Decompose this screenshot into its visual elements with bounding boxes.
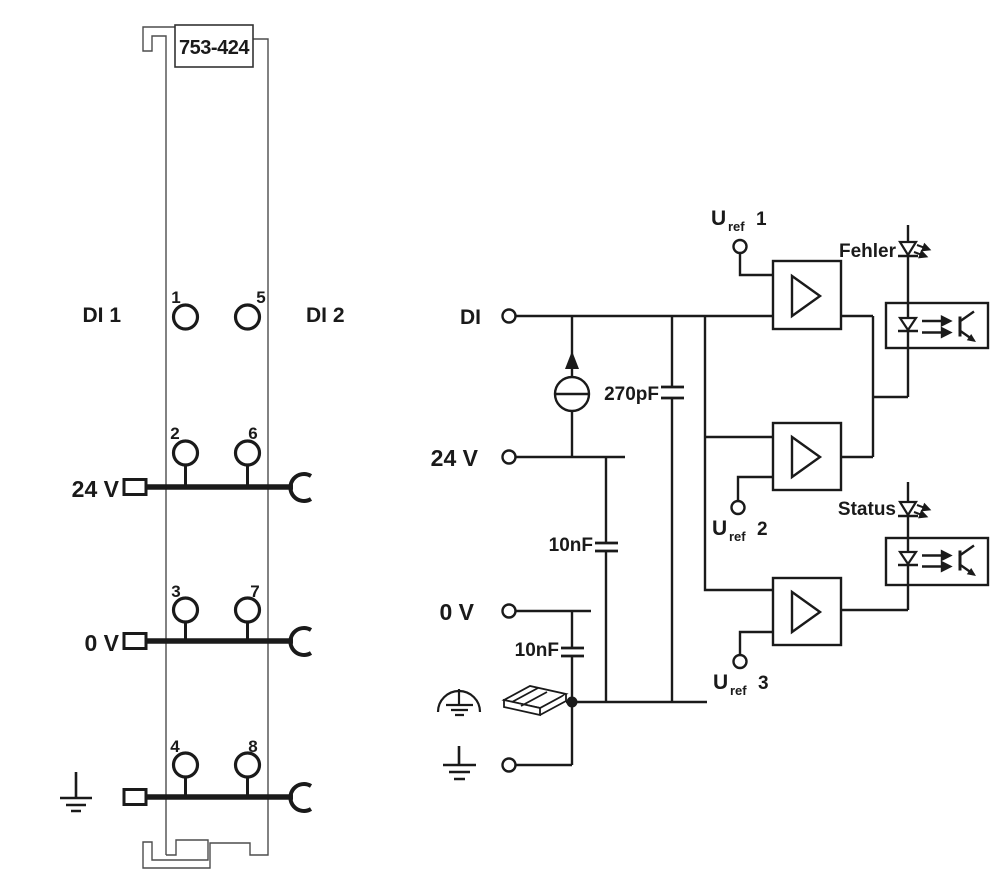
24v-input-terminal xyxy=(501,449,517,465)
capacitor-10nf-top-label: 10nF xyxy=(549,535,593,556)
terminal-6-circle xyxy=(233,439,262,467)
uref3-terminal xyxy=(732,653,748,670)
terminal-circles xyxy=(171,303,262,779)
opto-2-light-arrows xyxy=(922,549,953,573)
earth-ground-icon xyxy=(60,772,92,813)
di-input-terminal xyxy=(501,308,517,324)
uref1-label: U ref 1 xyxy=(711,207,767,234)
current-source-icon xyxy=(553,351,591,413)
schematic-earth-icon xyxy=(443,746,476,781)
terminal-2-circle xyxy=(171,439,200,467)
svg-text:ref: ref xyxy=(730,683,747,698)
channel-di2-label: DI 2 xyxy=(306,304,345,327)
schematic-0v-label: 0 V xyxy=(439,599,474,625)
comparator-1 xyxy=(771,259,843,331)
capacitor-270pf-label: 270pF xyxy=(604,384,659,405)
0v-input-terminal xyxy=(501,603,517,619)
optocoupler-2 xyxy=(884,536,990,587)
clamp-arc-earth xyxy=(288,782,313,813)
junction-dot xyxy=(566,696,578,708)
circuit-schematic: DI 24 V 0 V 270pF 10nF 10nF Fehler Statu… xyxy=(431,207,990,781)
wire-entry-24v xyxy=(122,478,148,496)
capacitor-10nf-bottom-label: 10nF xyxy=(515,640,559,661)
svg-text:ref: ref xyxy=(728,219,745,234)
part-number: 753-424 xyxy=(179,37,250,59)
status-led-label: Status xyxy=(838,499,896,520)
terminal-4-circle xyxy=(171,751,200,779)
comparator-1-triangle xyxy=(790,273,823,319)
channel-di1-label: DI 1 xyxy=(82,304,121,327)
terminal-8-circle xyxy=(233,751,262,779)
bus-lines xyxy=(146,484,293,800)
error-led-label: Fehler xyxy=(839,241,897,262)
terminal-3-circle xyxy=(171,596,200,624)
part-number-box xyxy=(174,24,254,68)
din-rail-icon xyxy=(501,685,569,717)
svg-text:3: 3 xyxy=(758,673,769,694)
svg-text:U: U xyxy=(712,517,727,540)
opto-1-led-icon xyxy=(897,316,919,332)
uref3-label: U ref 3 xyxy=(713,671,769,698)
svg-text:U: U xyxy=(713,671,728,694)
clamp-arc-0v xyxy=(288,626,313,657)
svg-text:U: U xyxy=(711,207,726,230)
comparator-triangles xyxy=(790,273,823,635)
error-led-icon xyxy=(898,240,932,259)
opto-2-led-icon xyxy=(897,550,919,566)
terminal-4-number: 4 xyxy=(170,737,180,756)
earth-input-terminal xyxy=(501,757,517,773)
io-module: 753-424 1 5 2 6 3 7 4 xyxy=(60,24,345,869)
terminal-8-number: 8 xyxy=(248,737,257,756)
terminal-5-circle xyxy=(233,303,262,331)
uref1-terminal xyxy=(732,238,748,255)
clamp-arc-24v xyxy=(288,472,313,503)
terminal-7-circle xyxy=(233,596,262,624)
uref2-terminal xyxy=(730,499,746,516)
terminal-6-number: 6 xyxy=(248,424,257,443)
capacitor-270pf-icon xyxy=(661,385,684,400)
comparator-3 xyxy=(771,576,843,647)
wire-entry-0v xyxy=(122,632,148,650)
module-0v-label: 0 V xyxy=(84,630,119,656)
comparator-3-triangle xyxy=(790,589,823,635)
optocoupler-1 xyxy=(884,301,990,350)
chassis-ground-icon xyxy=(436,689,482,717)
svg-text:ref: ref xyxy=(729,529,746,544)
comparator-2-triangle xyxy=(790,434,823,480)
wire-entry-earth xyxy=(122,788,148,806)
terminal-7-number: 7 xyxy=(250,582,259,601)
opto-2-phototransistor-icon xyxy=(958,544,976,576)
current-arrow-up xyxy=(565,351,579,369)
terminal-3-number: 3 xyxy=(171,582,180,601)
terminal-2-number: 2 xyxy=(170,424,179,443)
terminal-5-number: 5 xyxy=(256,288,265,307)
comparator-2 xyxy=(771,421,843,492)
capacitor-10nf-top-icon xyxy=(595,541,618,553)
module-24v-label: 24 V xyxy=(72,476,120,502)
schematic-wires xyxy=(516,225,910,767)
uref2-label: U ref 2 xyxy=(712,517,768,544)
schematic-24v-label: 24 V xyxy=(431,445,479,471)
opto-1-light-arrows xyxy=(922,315,953,339)
module-outline-left xyxy=(142,26,176,855)
terminal-1-circle xyxy=(171,303,200,331)
terminal-stubs xyxy=(184,465,249,795)
schematic-terminals xyxy=(501,238,748,773)
module-outline-right-and-foot xyxy=(142,38,269,869)
svg-text:1: 1 xyxy=(756,209,767,230)
svg-text:2: 2 xyxy=(757,519,768,540)
capacitor-10nf-bottom-icon xyxy=(561,646,584,658)
opto-1-phototransistor-icon xyxy=(958,310,976,342)
schematic-di-label: DI xyxy=(460,306,481,329)
terminal-1-number: 1 xyxy=(171,288,180,307)
comparators xyxy=(771,259,843,647)
status-led-icon xyxy=(898,500,932,519)
